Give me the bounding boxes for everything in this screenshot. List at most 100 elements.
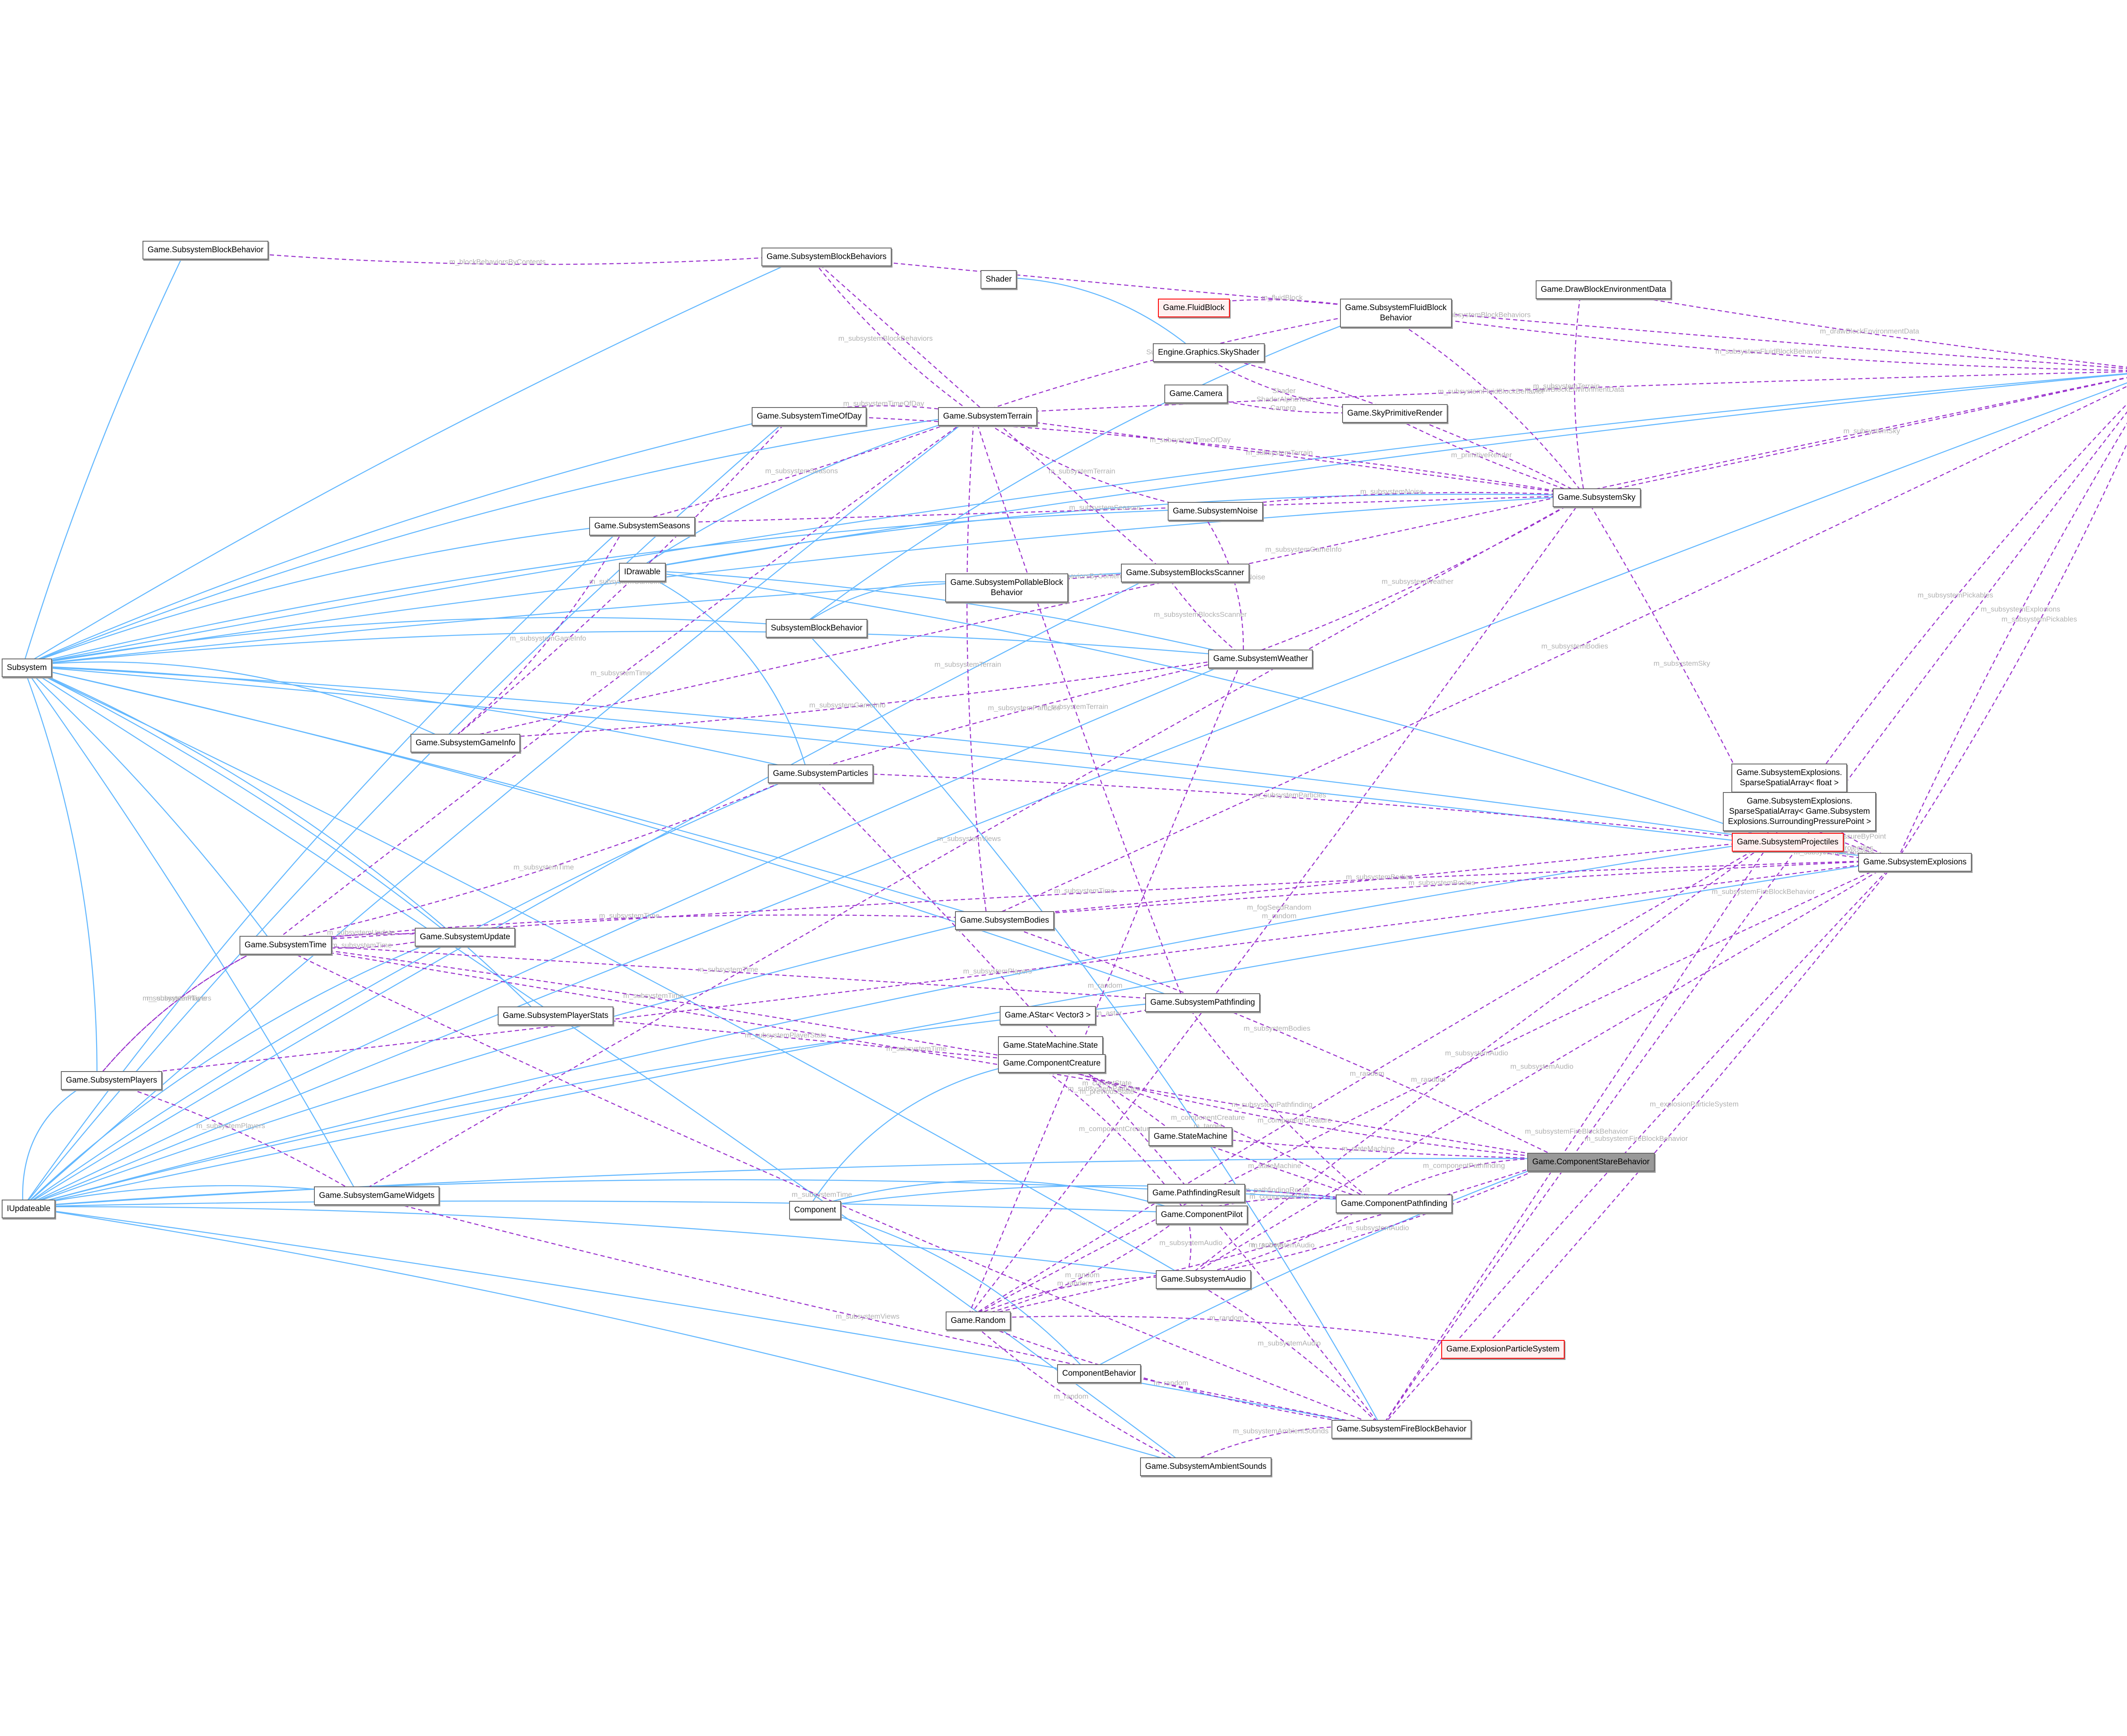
edge-label: m_subsystemTerrain — [1041, 702, 1108, 710]
edge-label: m_subsystemTerrain — [1533, 382, 1600, 390]
edge-label: ShaderAlphaTest — [1256, 395, 1312, 403]
class-node-component[interactable]: Component — [789, 1201, 841, 1220]
class-node-bodies[interactable]: Game.SubsystemBodies — [955, 911, 1055, 930]
class-node-stare[interactable]: Game.ComponentStareBehavior — [1527, 1153, 1655, 1172]
class-node-block-behavior[interactable]: Game.SubsystemBlockBehavior — [143, 241, 269, 259]
usage-edge — [966, 495, 1585, 1320]
class-node-timeofday[interactable]: Game.SubsystemTimeOfDay — [752, 407, 867, 426]
class-node-update[interactable]: Game.SubsystemUpdate — [415, 928, 516, 946]
class-node-gamewidgets[interactable]: Game.SubsystemGameWidgets — [314, 1186, 440, 1205]
class-node-drawblockenv[interactable]: Game.DrawBlockEnvironmentData — [1536, 280, 1671, 299]
class-node-audio[interactable]: Game.SubsystemAudio — [1156, 1270, 1251, 1289]
inheritance-edge — [807, 1185, 1373, 1211]
class-node-astar[interactable]: Game.AStar< Vector3 > — [1000, 1006, 1096, 1025]
class-node-playerstats[interactable]: Game.SubsystemPlayerStats — [498, 1006, 614, 1025]
edge-label: m_componentPilot — [1249, 1192, 1309, 1200]
inheritance-edge — [22, 617, 801, 668]
inheritance-edge — [22, 918, 987, 1208]
class-node-creature[interactable]: Game.ComponentCreature — [998, 1054, 1106, 1073]
inheritance-edge — [635, 567, 1243, 658]
class-node-camera[interactable]: Game.Camera — [1164, 385, 1228, 403]
usage-edge — [625, 495, 1585, 527]
usage-edge — [806, 768, 1772, 841]
usage-edge — [96, 942, 273, 1079]
edge-label: m_subsystemBlockBehaviors — [1436, 311, 1531, 319]
class-node-players[interactable]: Game.SubsystemPlayers — [61, 1071, 163, 1090]
class-node-weather[interactable]: Game.SubsystemWeather — [1208, 650, 1313, 668]
class-node-sm-state[interactable]: Game.StateMachine.State — [998, 1036, 1103, 1055]
edge-label: m_subsystemTime — [599, 912, 659, 920]
edge-label: m_subsystemGameInfo — [809, 701, 886, 709]
edge-label: m_subsystemParticles — [988, 704, 1060, 712]
inheritance-edge — [22, 414, 975, 1208]
usage-edge — [449, 656, 1243, 744]
edge-label: m_subsystemAudio — [1258, 1339, 1321, 1347]
class-node-fluidblock[interactable]: Game.FluidBlock — [1158, 299, 1230, 317]
class-node-explosions[interactable]: Game.SubsystemExplosions — [1858, 853, 1972, 872]
class-node-pathfindingresult[interactable]: Game.PathfindingResult — [1147, 1184, 1245, 1203]
edge-label: m_subsystemSeasons — [1069, 504, 1142, 512]
edge-label: m_subsystemBodies — [1541, 642, 1608, 650]
edge-label: m_subsystemTimeOfDay — [843, 399, 924, 408]
edge-label: m_drawBlockEnvironmentData — [1525, 385, 1625, 393]
class-node-spatial-float[interactable]: Game.SubsystemExplosions. SparseSpatialA… — [1731, 764, 1848, 792]
inheritance-edge — [1086, 1158, 1561, 1372]
usage-edge — [272, 414, 975, 944]
edge-label: m_componentCreature — [1257, 1116, 1332, 1124]
class-node-shader[interactable]: Shader — [981, 270, 1017, 289]
usage-edge — [537, 1011, 1033, 1062]
class-node-noise[interactable]: Game.SubsystemNoise — [1168, 502, 1263, 521]
inheritance-edge — [635, 413, 975, 571]
inheritance-edge — [635, 567, 1772, 841]
class-node-iupdateable[interactable]: IUpdateable — [2, 1200, 56, 1218]
class-node-pathfinding-sub[interactable]: Game.SubsystemPathfinding — [1145, 993, 1260, 1012]
inheritance-edge — [22, 664, 1184, 1001]
class-node-fireblockbehavior[interactable]: Game.SubsystemFireBlockBehavior — [1332, 1420, 1472, 1439]
inheritance-edge — [22, 662, 1897, 861]
class-node-fluidblockbehavior[interactable]: Game.SubsystemFluidBlock Behavior — [1340, 299, 1452, 328]
class-node-random[interactable]: Game.Random — [946, 1311, 1011, 1330]
edge-label: m_subsystemTime — [513, 863, 574, 871]
edge-label: m_subsystemGameInfo — [1265, 545, 1342, 553]
class-node-skyshader[interactable]: Engine.Graphics.SkyShader — [1153, 343, 1265, 362]
inheritance-edge — [23, 524, 627, 1208]
usage-edge — [1381, 411, 2127, 1428]
class-node-componentbehavior[interactable]: ComponentBehavior — [1057, 1364, 1141, 1383]
class-node-terrain[interactable]: Game.SubsystemTerrain — [938, 407, 1038, 426]
inheritance-edge — [22, 1204, 1185, 1465]
class-node-blocksscanner[interactable]: Game.SubsystemBlocksScanner — [1121, 564, 1249, 582]
class-node-statemachine[interactable]: Game.StateMachine — [1149, 1127, 1233, 1146]
inheritance-edge — [22, 771, 807, 1207]
class-node-explosionparticles[interactable]: Game.ExplosionParticleSystem — [1441, 1340, 1565, 1359]
usage-edge — [1175, 1133, 1373, 1203]
edge-label: m_subsystemPlayers — [143, 994, 211, 1002]
class-node-gameinfo[interactable]: Game.SubsystemGameInfo — [411, 734, 521, 753]
usage-edge — [1574, 287, 1585, 496]
class-node-particles[interactable]: Game.SubsystemParticles — [768, 764, 873, 783]
inheritance-edge — [22, 839, 1772, 1209]
class-node-projectiles[interactable]: Game.SubsystemProjectiles — [1732, 833, 1844, 852]
class-node-seasons[interactable]: Game.SubsystemSeasons — [589, 517, 695, 536]
edge-label: m_primitiveRender — [1451, 451, 1512, 459]
class-node-spatial-pressure[interactable]: Game.SubsystemExplosions. SparseSpatialA… — [1723, 792, 1876, 831]
usage-edge — [271, 859, 1897, 946]
class-node-idrawable[interactable]: IDrawable — [619, 563, 666, 582]
usage-edge — [966, 859, 1897, 1320]
inheritance-edge — [635, 569, 808, 772]
usage-edge — [966, 1212, 1187, 1321]
class-node-sky[interactable]: Game.SubsystemSky — [1553, 488, 1641, 507]
class-node-componentpathfinding[interactable]: Game.ComponentPathfinding — [1336, 1194, 1453, 1213]
inheritance-edge — [22, 508, 1200, 668]
class-node-time[interactable]: Game.SubsystemTime — [240, 936, 332, 955]
class-node-pollable[interactable]: Game.SubsystemPollableBlock Behavior — [945, 573, 1069, 602]
class-node-skyprimitive[interactable]: Game.SkyPrimitiveRender — [1342, 404, 1448, 423]
class-node-subsystem[interactable]: Subsystem — [2, 658, 52, 677]
class-node-block-behaviors[interactable]: Game.SubsystemBlockBehaviors — [761, 248, 892, 266]
inheritance-edge — [22, 661, 450, 742]
class-node-pilot[interactable]: Game.ComponentPilot — [1156, 1206, 1248, 1224]
inheritance-edge — [21, 248, 187, 667]
usage-edge — [1183, 1000, 1374, 1202]
edge-label: m_subsystemFluidBlockBehavior — [1716, 347, 1822, 355]
class-node-blockbehavior-base[interactable]: SubsystemBlockBehavior — [766, 619, 868, 638]
class-node-ambientsounds[interactable]: Game.SubsystemAmbientSounds — [1140, 1457, 1272, 1476]
